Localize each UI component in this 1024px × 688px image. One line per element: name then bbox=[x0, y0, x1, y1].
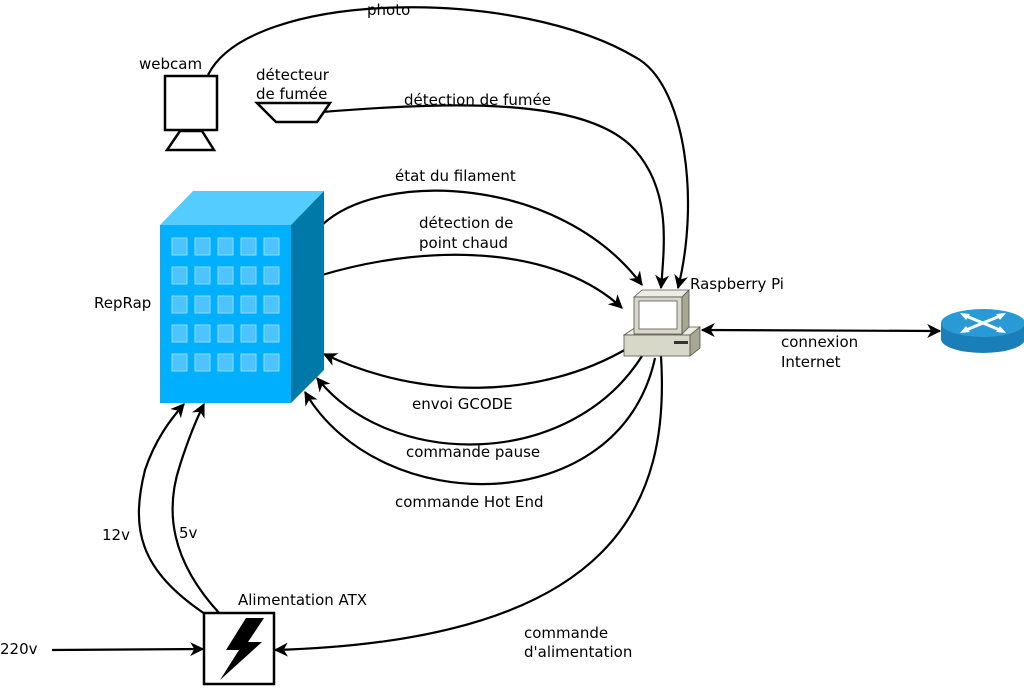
reprap-building-icon bbox=[160, 191, 324, 403]
photo-label: photo bbox=[367, 1, 410, 19]
building-window bbox=[171, 295, 188, 314]
building-window bbox=[194, 266, 211, 285]
filament-state-label: état du filament bbox=[395, 167, 516, 185]
webcam-icon bbox=[163, 74, 219, 152]
pause-connector bbox=[316, 355, 643, 446]
internet-label: connexion Internet bbox=[781, 333, 863, 371]
power-command-connector bbox=[273, 355, 664, 657]
smoke-detector-label: détecteur de fumée bbox=[256, 66, 334, 103]
building-window bbox=[194, 324, 211, 343]
mains-connector bbox=[51, 642, 205, 657]
building-windows bbox=[171, 237, 280, 372]
building-window bbox=[217, 266, 234, 285]
building-window bbox=[194, 353, 211, 372]
5v-label: 5v bbox=[179, 524, 198, 542]
mains-label: 220v bbox=[0, 640, 38, 658]
smoke-detector-label-line1: détecteur bbox=[256, 66, 330, 84]
building-window bbox=[171, 353, 188, 372]
12v-connector bbox=[137, 403, 206, 615]
smoke-detector-label-line2: de fumée bbox=[256, 85, 327, 103]
building-window bbox=[263, 324, 280, 343]
building-window bbox=[194, 237, 211, 256]
building-window bbox=[263, 237, 280, 256]
gcode-connector bbox=[322, 347, 629, 389]
power-command-label-line1: commande bbox=[524, 624, 608, 642]
photo-connector bbox=[207, 6, 690, 290]
hot-end-connector bbox=[304, 357, 657, 486]
smoke-detector-icon bbox=[253, 101, 333, 124]
power-command-label: commande d'alimentation bbox=[524, 624, 632, 661]
gcode-label: envoi GCODE bbox=[412, 395, 513, 413]
building-window bbox=[217, 324, 234, 343]
filament-state-connector bbox=[321, 189, 643, 286]
power-supply-label: Alimentation ATX bbox=[238, 591, 367, 609]
hot-point-label: détection de point chaud bbox=[419, 214, 518, 252]
raspberry-pi-label: Raspberry Pi bbox=[690, 275, 784, 293]
smoke-detection-label: détection de fumée bbox=[404, 91, 551, 109]
hot-point-label-line1: détection de bbox=[419, 214, 513, 232]
internet-label-line1: connexion bbox=[781, 333, 858, 351]
5v-connector bbox=[171, 402, 221, 615]
building-window bbox=[171, 266, 188, 285]
hot-end-label: commande Hot End bbox=[395, 493, 543, 511]
pause-label: commande pause bbox=[406, 443, 540, 461]
internet-connector bbox=[700, 323, 942, 338]
building-window bbox=[263, 353, 280, 372]
12v-label: 12v bbox=[102, 526, 130, 544]
building-window bbox=[263, 295, 280, 314]
hot-point-label-line2: point chaud bbox=[419, 234, 508, 252]
webcam-label: webcam bbox=[139, 55, 202, 73]
smoke-detection-connector bbox=[321, 104, 670, 290]
power-command-label-line2: d'alimentation bbox=[524, 643, 632, 661]
building-window bbox=[240, 266, 257, 285]
building-window bbox=[240, 237, 257, 256]
building-window bbox=[217, 237, 234, 256]
building-window bbox=[240, 353, 257, 372]
raspberry-pi-computer-icon bbox=[622, 289, 702, 357]
internet-label-line2: Internet bbox=[781, 353, 841, 371]
building-window bbox=[217, 353, 234, 372]
atx-power-supply-icon bbox=[202, 611, 276, 686]
building-window bbox=[217, 295, 234, 314]
building-window bbox=[171, 237, 188, 256]
router-icon bbox=[941, 309, 1024, 353]
building-window bbox=[240, 295, 257, 314]
building-window bbox=[240, 324, 257, 343]
building-window bbox=[194, 295, 211, 314]
building-window bbox=[263, 266, 280, 285]
reprap-label: RepRap bbox=[94, 294, 151, 312]
building-window bbox=[171, 324, 188, 343]
hot-point-detection-connector bbox=[321, 253, 623, 309]
